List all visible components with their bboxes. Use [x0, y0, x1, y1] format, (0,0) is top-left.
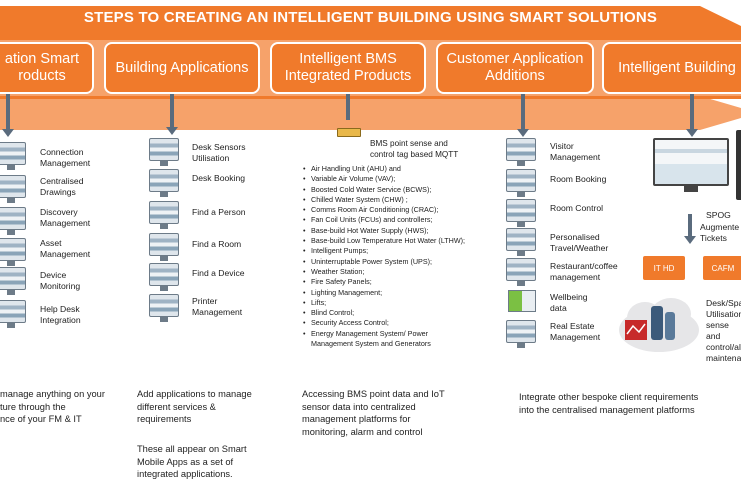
it-hd-button[interactable]: IT HD: [643, 256, 685, 280]
col4-item: Wellbeing data: [550, 292, 588, 313]
cloud-analytics-icon: [619, 298, 699, 352]
col2-item: Desk Sensors Utilisation: [192, 142, 246, 163]
bms-bullet: Fire Safety Panels;: [303, 277, 493, 288]
monitor-icon: [149, 233, 179, 261]
connector-head: [2, 129, 14, 137]
step-smart-products[interactable]: ation Smart roducts: [0, 42, 94, 94]
col4-item: Room Control: [550, 203, 604, 213]
connector: [521, 94, 525, 130]
bms-bullet: Weather Station;: [303, 267, 493, 278]
connector-head: [517, 129, 529, 137]
monitor-icon: [149, 294, 179, 322]
col2-item: Find a Room: [192, 239, 242, 249]
bms-bullet: Variable Air Volume (VAV);: [303, 174, 493, 185]
bms-device-icon: [337, 128, 361, 137]
col1-item: Discovery Management: [40, 207, 91, 228]
monitor-icon: [0, 207, 26, 235]
monitor-icon: [0, 267, 26, 295]
bms-bullet: Base-build Hot Water Supply (HWS);: [303, 226, 493, 237]
cafm-button[interactable]: CAFM: [703, 256, 741, 280]
col4-item: Visitor Management: [550, 141, 601, 162]
col2-item: Find a Person: [192, 207, 246, 217]
bms-bullet: Comms Room Air Conditioning (CRAC);: [303, 205, 493, 216]
bms-bullet: Base-build Low Temperature Hot Water (LT…: [303, 236, 493, 247]
connector-head: [166, 127, 178, 135]
bms-bullet: Air Handling Unit (AHU) and: [303, 164, 493, 175]
connector: [346, 94, 350, 120]
col2-description: Add applications to manage different ser…: [137, 389, 252, 424]
monitor-icon: [506, 138, 536, 166]
banner-band: [0, 96, 741, 130]
monitor-icon: [506, 199, 536, 227]
augmented-label: Augmente Tickets: [700, 222, 740, 243]
bms-header: BMS point sense and control tag based MQ…: [370, 139, 459, 159]
monitor-icon: [0, 142, 26, 170]
step-intelligent-building[interactable]: Intelligent Building: [602, 42, 741, 94]
connector: [690, 94, 694, 130]
col3-description: Accessing BMS point data and IoT sensor …: [302, 389, 445, 437]
bms-bullet: Security Access Control;: [303, 318, 493, 329]
col1-item: Centralised Drawings: [40, 176, 84, 197]
col4-description: Integrate other bespoke client requireme…: [519, 392, 699, 415]
bms-bullet-list: Air Handling Unit (AHU) and Variable Air…: [303, 164, 493, 349]
connector: [688, 214, 692, 238]
dashboard-monitor-icon: [653, 138, 729, 186]
col1-item: Connection Management: [40, 147, 91, 168]
col4-item: Personalised Travel/Weather: [550, 232, 609, 253]
monitor-icon: [149, 263, 179, 291]
bms-bullet: Intelligent Pumps;: [303, 246, 493, 257]
monitor-icon: [0, 175, 26, 203]
col1-item: Device Monitoring: [40, 270, 81, 291]
connector-head: [686, 129, 698, 137]
bms-bullet: Energy Management System/ Power Manageme…: [303, 329, 493, 350]
col2-item: Find a Device: [192, 268, 245, 278]
monitor-icon: [506, 228, 536, 256]
spog-label: SPOG: [706, 210, 731, 220]
bms-bullet: Lighting Management;: [303, 288, 493, 299]
monitor-icon: [0, 300, 26, 328]
col1-description: manage anything on your ture through the…: [0, 389, 105, 424]
bms-bullet: Blind Control;: [303, 308, 493, 319]
bms-bullet: Fan Coil Units (FCUs) and controllers;: [303, 215, 493, 226]
monitor-icon: [149, 169, 179, 197]
col1-item: Asset Management: [40, 238, 91, 259]
desk-space-text: Desk/Spa Utilisation sense and control/a…: [706, 298, 741, 363]
connector-head: [684, 236, 696, 244]
col4-item: Restaurant/coffee management: [550, 261, 618, 282]
bms-bullet: Lifts;: [303, 298, 493, 309]
monitor-icon: [149, 138, 179, 166]
col2-item: Printer Management: [192, 296, 243, 317]
connector: [170, 94, 174, 128]
bms-bullet: Chilled Water System (CHW) ;: [303, 195, 493, 206]
col2-description-2: These all appear on Smart Mobile Apps as…: [137, 444, 247, 479]
monitor-icon: [149, 201, 179, 229]
bms-bullet: Boosted Cold Water Service (BCWS);: [303, 185, 493, 196]
wellbeing-icon: [508, 290, 536, 312]
monitor-icon: [506, 320, 536, 348]
step-building-applications[interactable]: Building Applications: [104, 42, 260, 94]
step-intelligent-bms[interactable]: Intelligent BMS Integrated Products: [270, 42, 426, 94]
step-customer-application[interactable]: Customer Application Additions: [436, 42, 594, 94]
col4-item: Real Estate Management: [550, 321, 601, 342]
col2-item: Desk Booking: [192, 173, 246, 183]
monitor-stand: [684, 186, 698, 192]
bms-bullet: Uninterruptable Power System (UPS);: [303, 257, 493, 268]
monitor-icon: [506, 258, 536, 286]
col1-item: Help Desk Integration: [40, 304, 81, 325]
monitor-icon: [506, 169, 536, 197]
monitor-icon: [0, 238, 26, 266]
connector: [6, 94, 10, 130]
phone-icon: [736, 130, 741, 200]
banner-title: STEPS TO CREATING AN INTELLIGENT BUILDIN…: [83, 9, 658, 26]
col4-item: Room Booking: [550, 174, 607, 184]
